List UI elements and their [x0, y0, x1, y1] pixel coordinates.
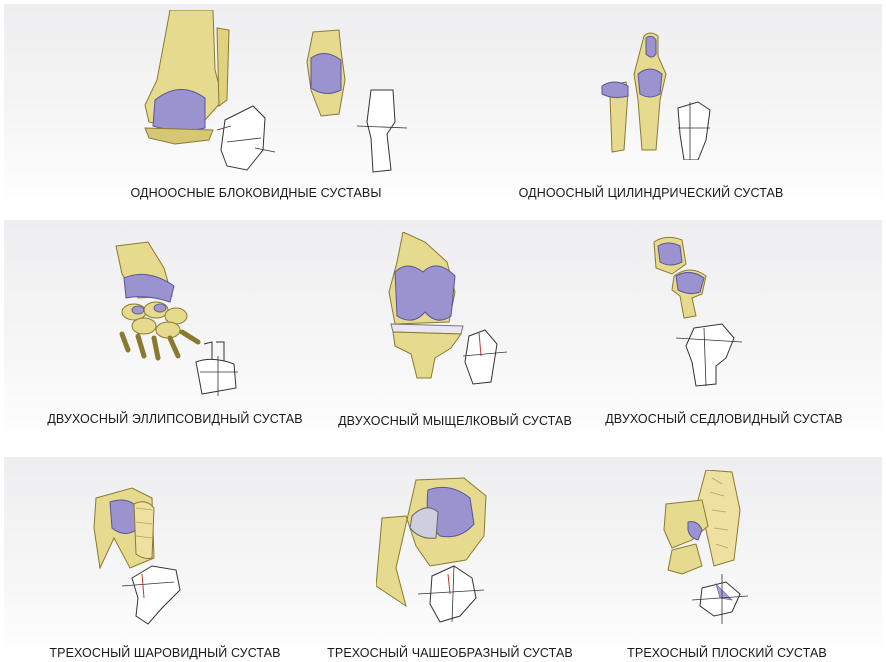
cup-joint-illustration [376, 476, 496, 626]
caption-biaxial-ellipsoid: ДВУХОСНЫЙ ЭЛЛИПСОВИДНЫЙ СУСТАВ [47, 412, 302, 426]
hinge-joint-illustration [135, 10, 415, 180]
condylar-joint-illustration [385, 232, 515, 392]
cylindrical-joint-illustration [598, 30, 723, 160]
caption-biaxial-condylar: ДВУХОСНЫЙ МЫЩЕЛКОВЫЙ СУСТАВ [338, 414, 572, 428]
ball-joint-illustration [92, 478, 192, 626]
ellipsoid-joint-illustration [108, 238, 248, 398]
caption-uniaxial-hinge: ОДНООСНЫЕ БЛОКОВИДНЫЕ СУСТАВЫ [130, 186, 381, 200]
caption-triaxial-cup: ТРЕХОСНЫЙ ЧАШЕОБРАЗНЫЙ СУСТАВ [327, 646, 573, 660]
caption-triaxial-plane: ТРЕХОСНЫЙ ПЛОСКИЙ СУСТАВ [627, 646, 827, 660]
caption-biaxial-saddle: ДВУХОСНЫЙ СЕДЛОВИДНЫЙ СУСТАВ [605, 412, 843, 426]
caption-triaxial-ball: ТРЕХОСНЫЙ ШАРОВИДНЫЙ СУСТАВ [49, 646, 280, 660]
plane-joint-illustration [662, 470, 752, 630]
caption-uniaxial-cylindrical: ОДНООСНЫЙ ЦИЛИНДРИЧЕСКИЙ СУСТАВ [519, 186, 784, 200]
saddle-joint-illustration [646, 234, 746, 394]
